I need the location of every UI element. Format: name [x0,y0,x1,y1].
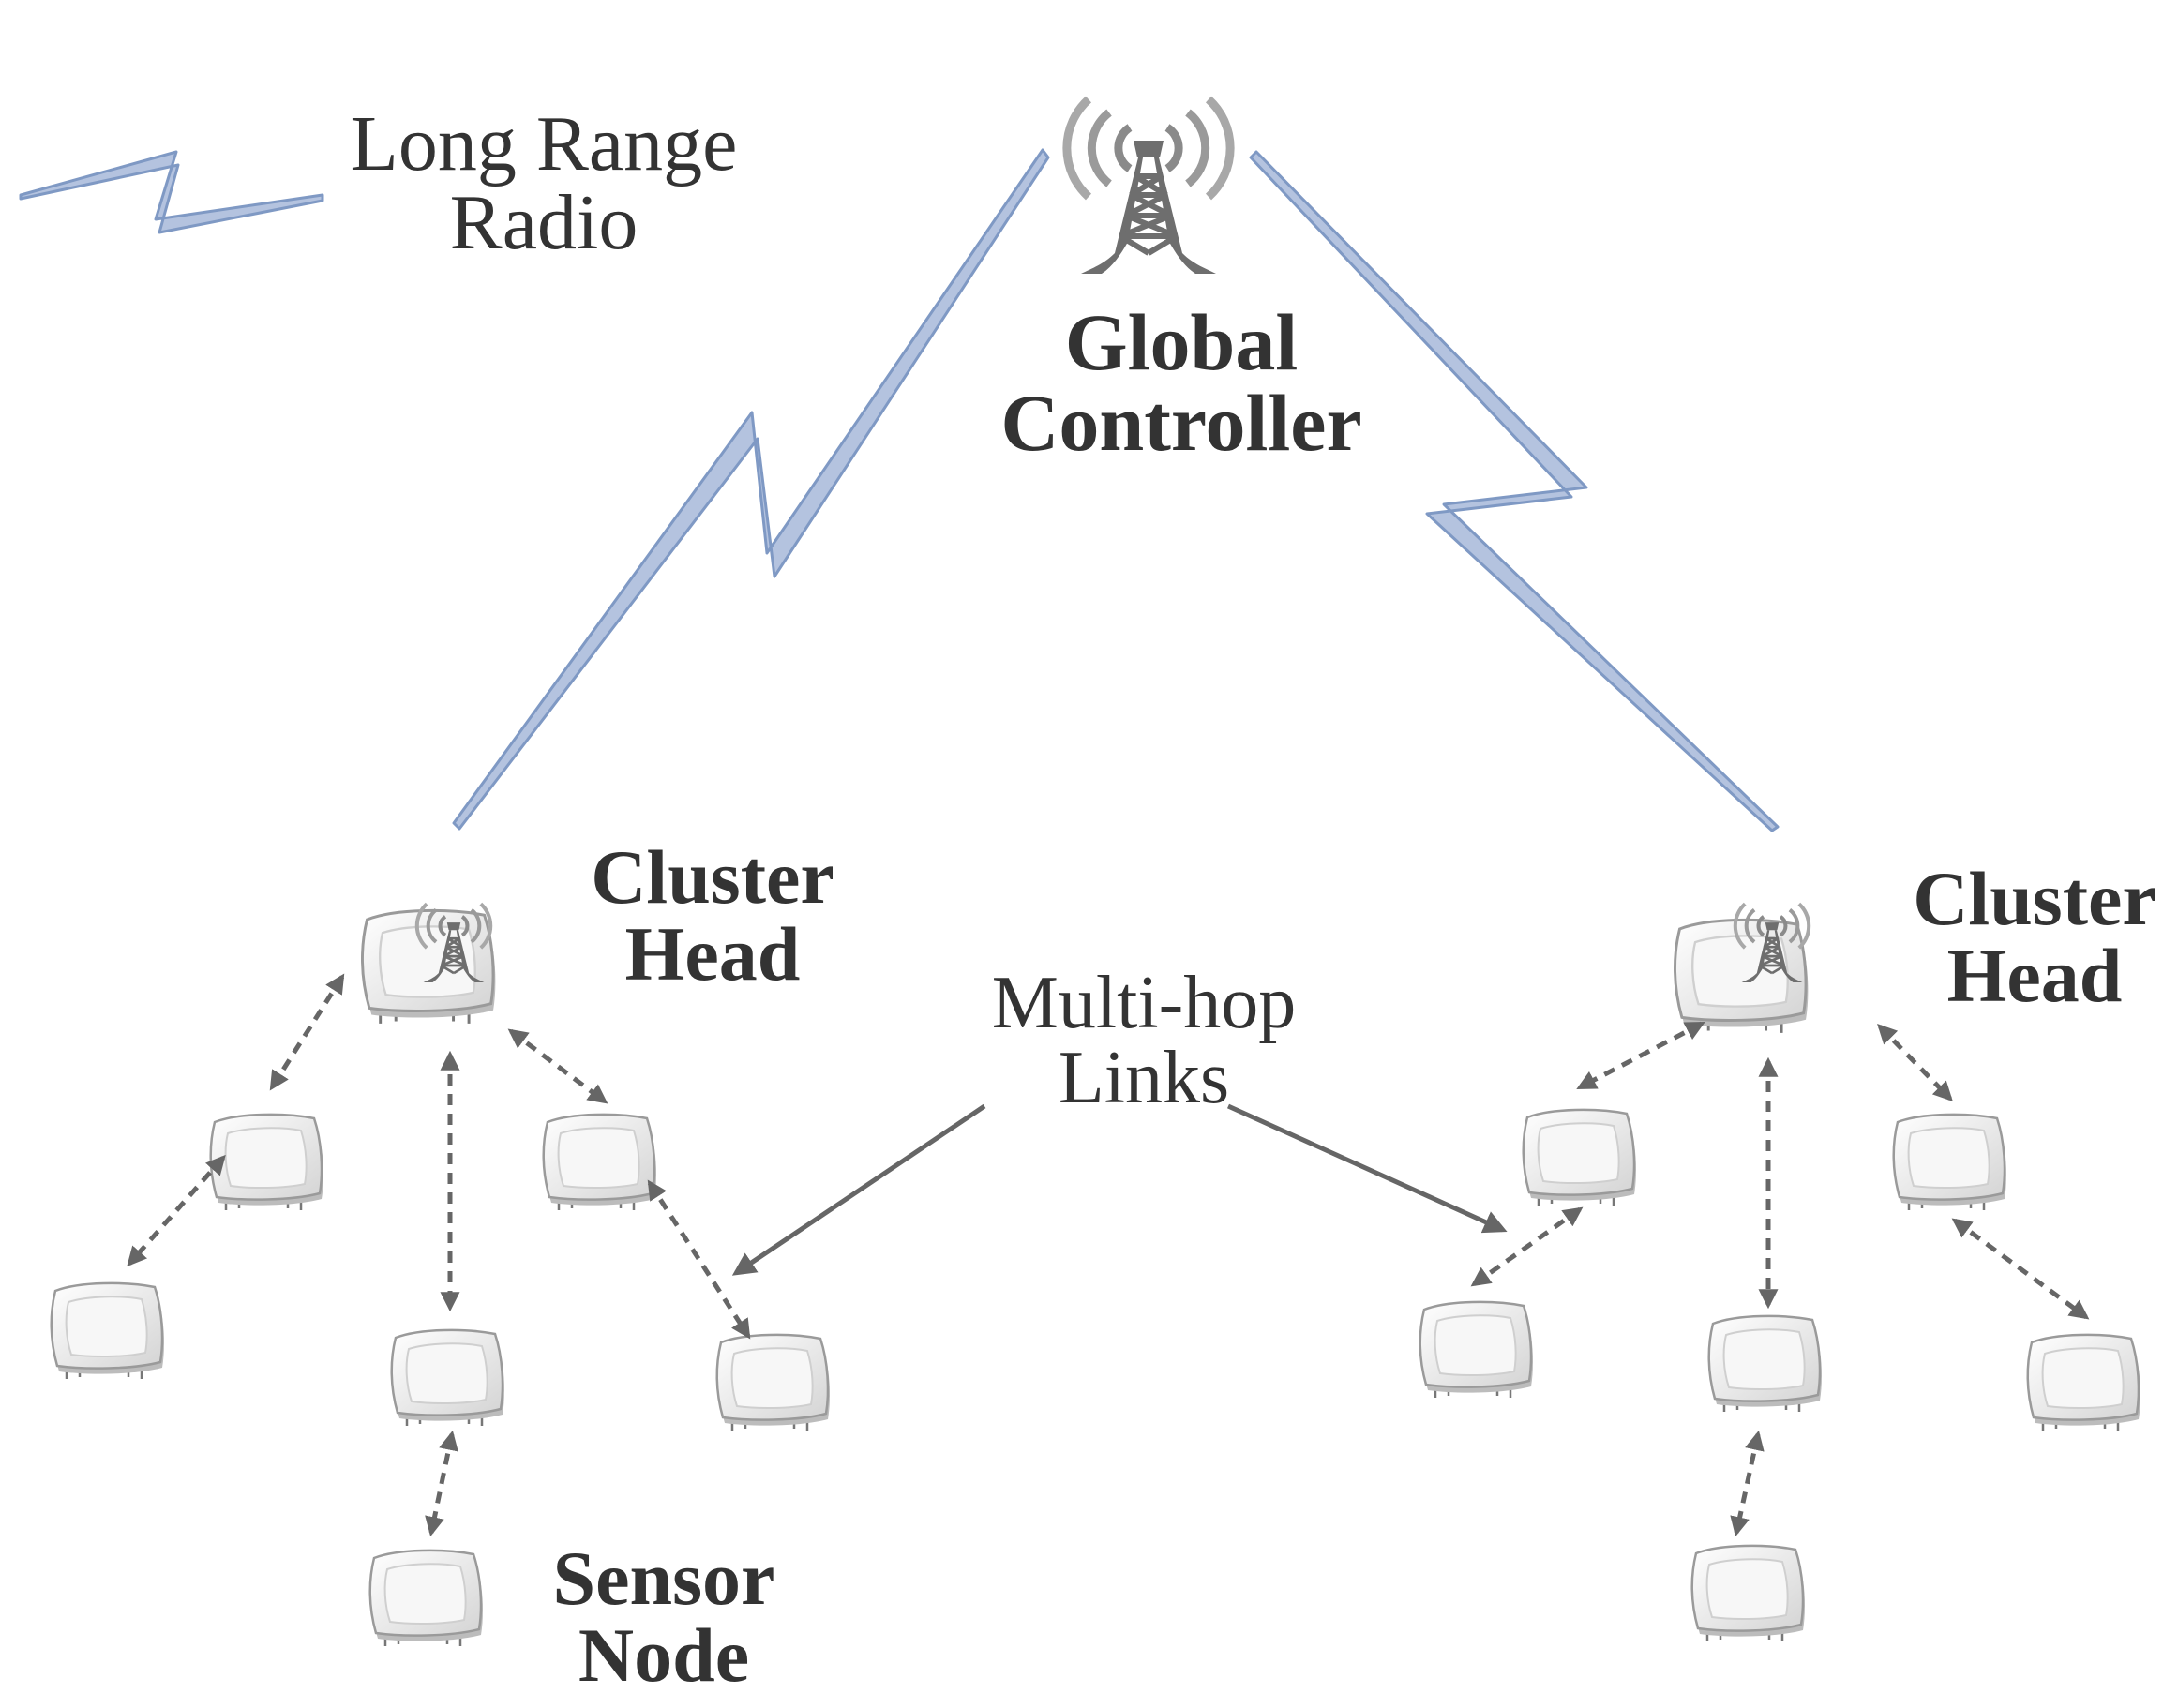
cluster-head-left-line1: Cluster [591,834,834,920]
cluster-head-left-line2: Head [624,911,801,996]
sensor-node-icon [1419,1300,1535,1400]
sensor-node-icon [368,1549,485,1648]
legend-label-line2: Radio [449,179,638,266]
sensor-node-icon [2026,1333,2142,1432]
sensor-node-icon [390,1328,506,1428]
sensor-node-icon [1690,1544,1807,1643]
legend-label-line1: Long Range [350,100,738,187]
multihop-pointer-arrows [731,1103,1508,1276]
multihop-line2: Links [1058,1037,1230,1119]
multihop-links [127,973,2090,1537]
global-controller-line2: Controller [1000,378,1362,468]
radio-link-left [452,148,1050,831]
sensor-node-icon [715,1333,832,1432]
radio-bolt-icon [19,150,324,234]
sensor-node-icon [209,1113,325,1212]
multihop-line1: Multi-hop [991,962,1297,1044]
cluster-head-right-line2: Head [1946,933,2123,1018]
sensor-node-icon [1707,1314,1824,1414]
sensor-node-line1: Sensor [552,1536,775,1621]
sensor-node-line2: Node [578,1612,750,1698]
radio-link-right [1249,150,1780,832]
global-controller-line1: Global [1064,297,1299,387]
sensor-node-icon [1892,1113,2008,1212]
cluster-head-right-line1: Cluster [1913,856,2156,941]
sensor-node-icon [50,1281,166,1381]
sensor-node-icon [542,1113,658,1212]
global-controller-tower-icon [1067,99,1230,274]
sensor-node-icon [1522,1108,1638,1207]
